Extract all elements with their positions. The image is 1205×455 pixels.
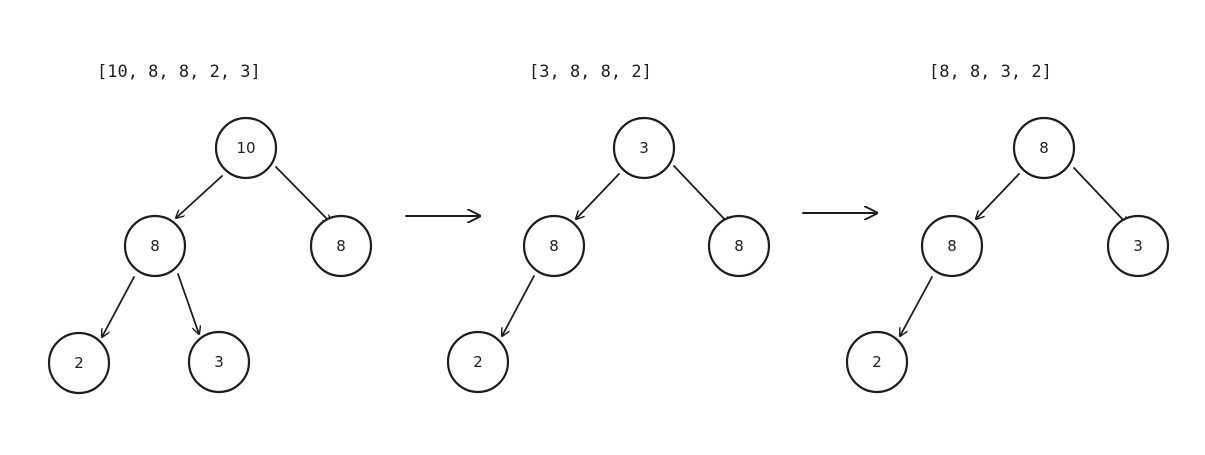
tree-node: 8 (707, 214, 771, 278)
tree-edge (976, 173, 1020, 219)
node-value: 2 (473, 353, 483, 371)
tree-node: 2 (446, 330, 510, 394)
array-label: [8, 8, 3, 2] (929, 62, 1052, 82)
node-value: 8 (549, 237, 559, 255)
tree-edge (502, 275, 535, 336)
node-value: 2 (872, 353, 882, 371)
array-label: [10, 8, 8, 2, 3] (97, 62, 261, 82)
node-value: 10 (236, 139, 255, 157)
node-value: 8 (1039, 139, 1049, 157)
tree-edge (102, 276, 135, 337)
tree-node: 3 (612, 116, 676, 180)
tree-edge (275, 166, 331, 223)
tree-node: 3 (187, 330, 251, 394)
tree-node: 8 (522, 214, 586, 278)
node-value: 8 (947, 237, 957, 255)
step-1: [10, 8, 8, 2, 3] 10 8 8 2 3 (47, 62, 373, 395)
node-value: 3 (639, 139, 649, 157)
tree-edge (673, 165, 730, 225)
node-value: 2 (74, 354, 84, 372)
tree-edge (176, 175, 223, 218)
tree-edge (1073, 167, 1128, 225)
tree-node: 3 (1106, 214, 1170, 278)
tree-node: 2 (47, 331, 111, 395)
step-2: [3, 8, 8, 2] 3 8 8 2 (446, 62, 771, 394)
tree-edge (576, 173, 620, 219)
node-value: 3 (214, 353, 224, 371)
tree-node: 8 (920, 214, 984, 278)
tree-node: 8 (309, 214, 373, 278)
step-3: [8, 8, 3, 2] 8 8 3 2 (845, 62, 1170, 394)
tree-node: 10 (214, 116, 278, 180)
tree-edge (900, 276, 933, 336)
tree-node: 8 (1012, 116, 1076, 180)
tree-node: 8 (123, 214, 187, 278)
tree-node: 2 (845, 330, 909, 394)
node-value: 3 (1133, 237, 1143, 255)
tree-edge (177, 273, 199, 334)
array-label: [3, 8, 8, 2] (529, 62, 652, 82)
node-value: 8 (734, 237, 744, 255)
node-value: 8 (336, 237, 346, 255)
node-value: 8 (150, 237, 160, 255)
